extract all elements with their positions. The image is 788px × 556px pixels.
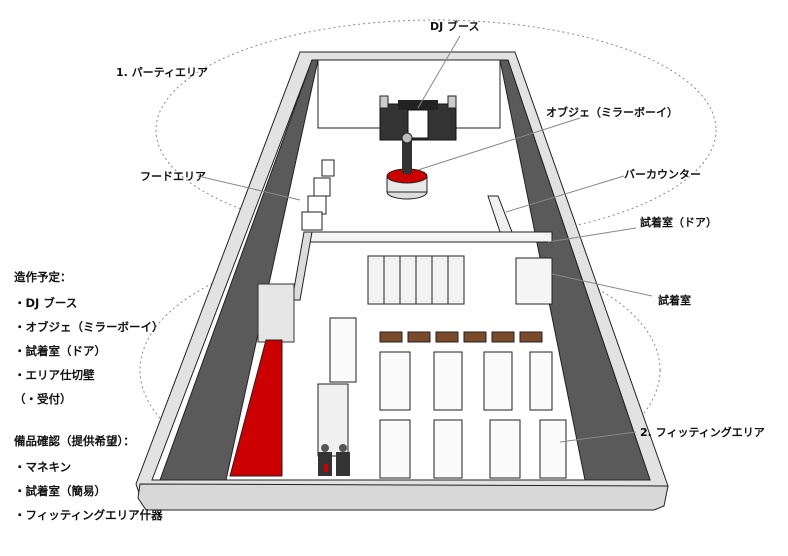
construction-item: ・エリア仕切壁	[14, 368, 95, 382]
equipment-item: ・試着室（簡易）	[14, 484, 106, 498]
red-carpet	[229, 339, 283, 477]
construction-heading: 造作予定：	[14, 270, 72, 284]
left-wall	[159, 59, 319, 481]
benches	[379, 331, 543, 343]
food-area-tables	[301, 159, 335, 231]
label-bar-counter: バーカウンター	[624, 168, 701, 181]
fitting-rooms-doors	[367, 255, 465, 305]
construction-item: ・オブジェ（ミラーボーイ）	[14, 320, 164, 334]
label-dj-booth: DJ ブース	[430, 19, 480, 33]
mirror-boy-object	[386, 132, 428, 200]
equipment-heading: 備品確認（提供希望）：	[14, 434, 135, 448]
label-party-area: 1. パーティエリア	[116, 66, 208, 79]
area-partition-wall	[303, 231, 553, 243]
label-object: オブジェ（ミラーボーイ）	[546, 105, 678, 119]
dj-booth	[379, 95, 457, 141]
construction-item: ・試着室（ドア）	[14, 344, 106, 358]
label-fitting-area: 2. フィッティングエリア	[640, 425, 765, 439]
front-wall-edge	[137, 483, 669, 511]
construction-item: ・DJ ブース	[14, 296, 78, 310]
mannequins	[318, 444, 350, 476]
label-fitting-room: 試着室	[658, 293, 691, 307]
curtain-panel	[257, 283, 295, 343]
equipment-item: ・マネキン	[14, 460, 72, 474]
partition-side	[291, 231, 313, 301]
leader-lines	[197, 35, 653, 443]
construction-item: （・受付）	[14, 392, 72, 406]
equipment-item: ・フィッティングエリア什器	[14, 508, 163, 522]
label-food-area: フードエリア	[140, 170, 206, 183]
label-fitting-door: 試着室（ドア）	[640, 215, 717, 229]
fitting-area-fixtures	[317, 317, 567, 479]
right-wall	[499, 59, 651, 481]
bar-counter	[487, 195, 513, 233]
simple-fitting-room	[515, 257, 553, 305]
